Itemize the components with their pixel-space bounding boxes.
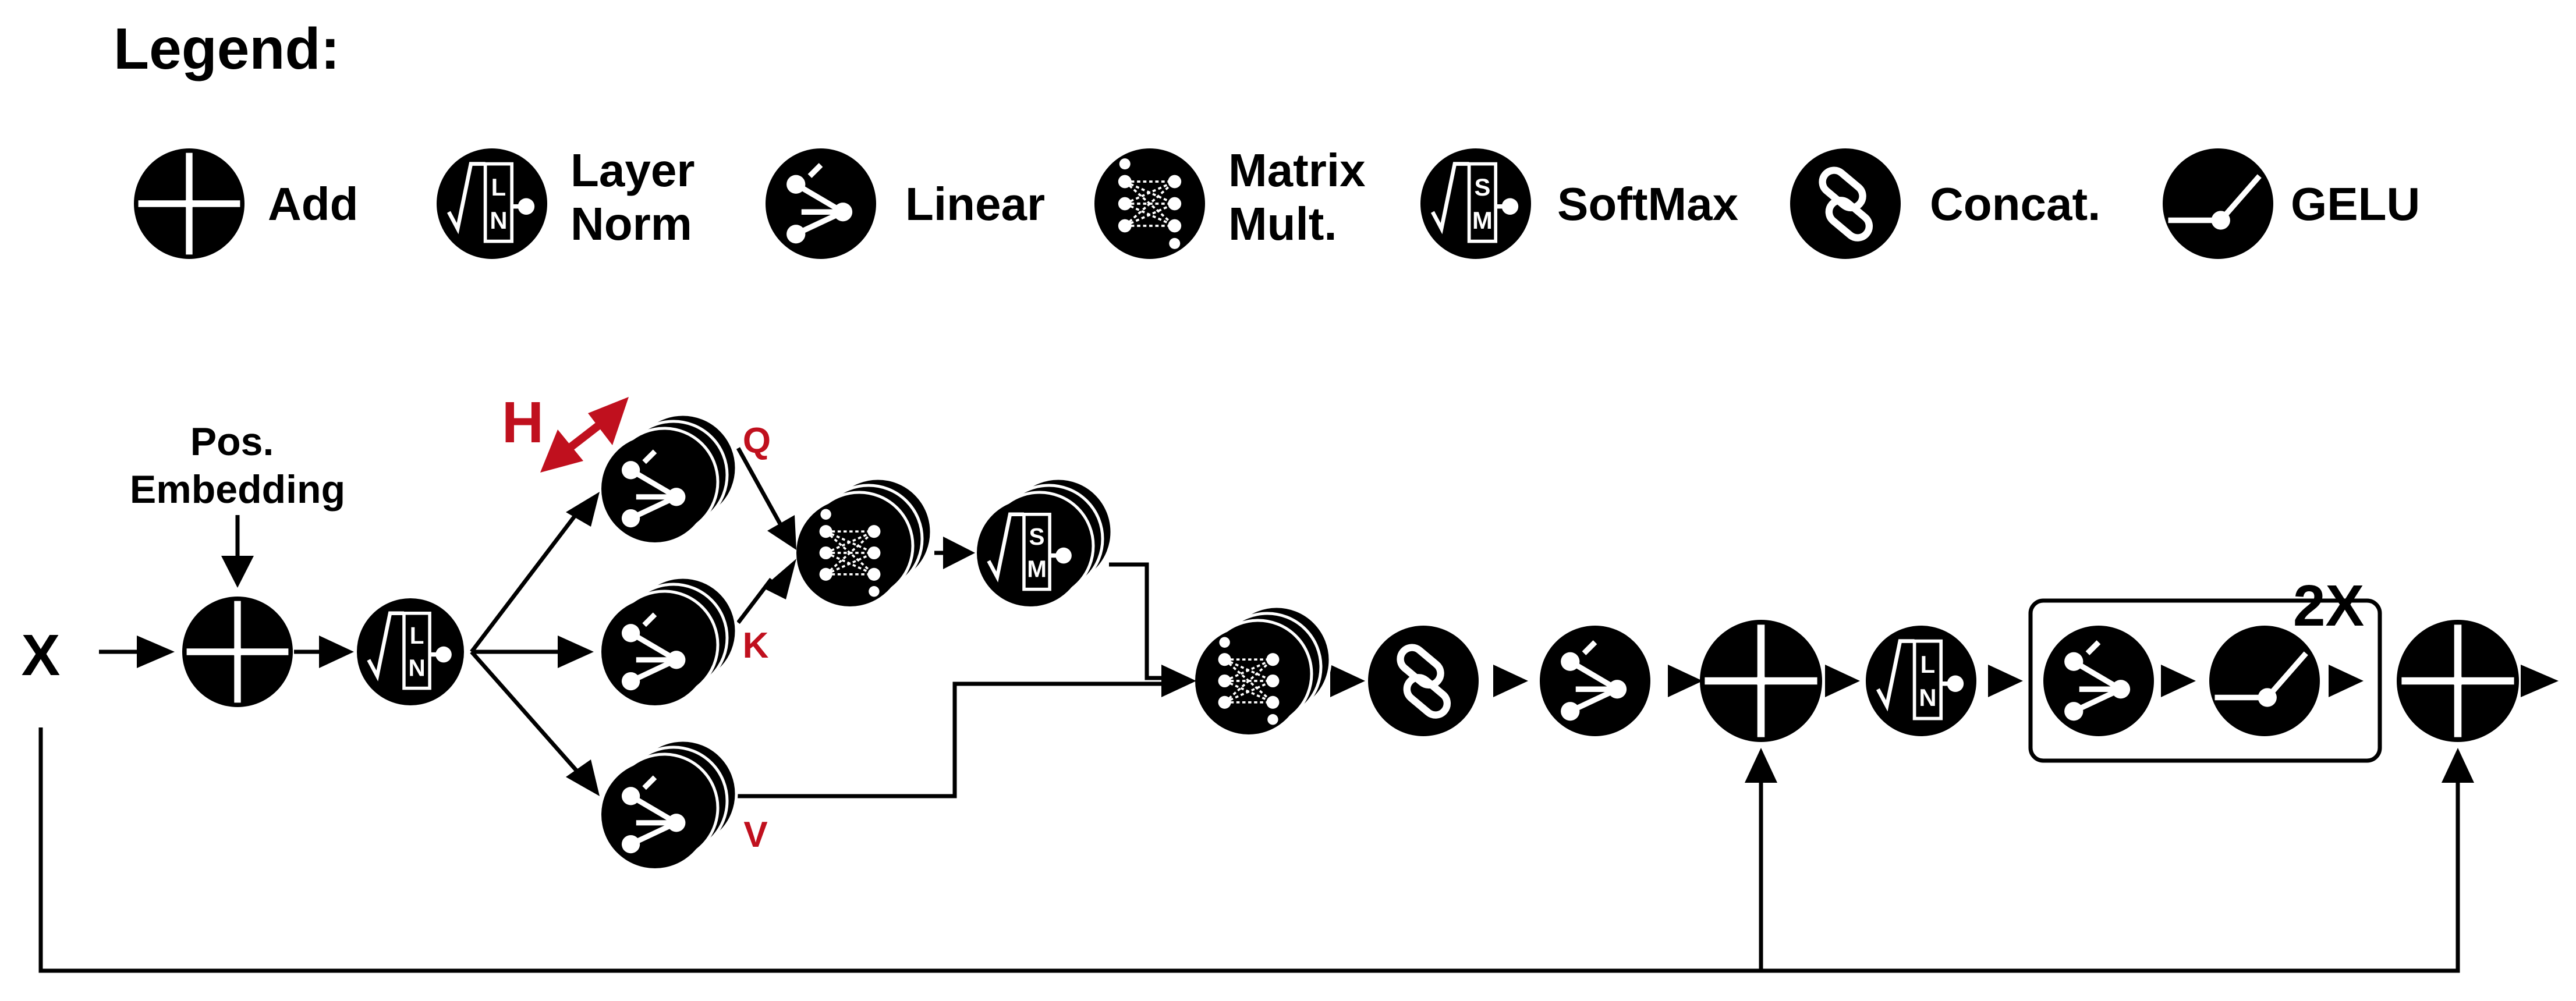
softmax-node: SM (977, 477, 1114, 606)
legend-item-linear: Linear (766, 148, 1045, 259)
svg-text:N: N (490, 207, 507, 234)
svg-text:L: L (491, 173, 506, 201)
matmul-v-node (1195, 605, 1332, 734)
svg-text:N: N (1919, 684, 1936, 711)
layer-norm-icon: LN (437, 148, 547, 259)
softmax-icon: SM (1420, 148, 1531, 259)
legend-label: Concat. (1930, 178, 2100, 230)
linear-out-node (1540, 626, 1650, 736)
query-label: Q (743, 421, 771, 461)
concat-node (1368, 626, 1479, 736)
svg-text:S: S (1029, 523, 1045, 550)
svg-text:L: L (1921, 651, 1936, 678)
key-label: K (743, 626, 769, 666)
linear-k-node (601, 576, 738, 705)
legend-title: Legend: (114, 16, 340, 81)
repeat-block-frame (2028, 598, 2382, 763)
legend-item-add: Add (134, 148, 359, 259)
input-x-label: X (22, 623, 61, 688)
residual-add-node-2 (2397, 620, 2519, 742)
connector-lines (38, 397, 2559, 973)
svg-text:M: M (1027, 555, 1047, 582)
svg-text:S: S (1474, 173, 1490, 201)
pos-add-node (182, 597, 293, 707)
legend-label: Add (268, 178, 359, 230)
legend-label: GELU (2291, 178, 2420, 230)
svg-text:L: L (410, 622, 424, 649)
svg-text:M: M (1472, 207, 1493, 234)
heads-label: H (502, 390, 544, 455)
linear-icon (766, 148, 876, 259)
layer-norm-node-1: LN (357, 598, 464, 705)
legend-label: Linear (905, 178, 1045, 230)
matrix-mult-icon (1094, 148, 1205, 259)
concat-icon (1790, 148, 1901, 259)
residual-add-node-1 (1700, 620, 1822, 742)
pos-embedding-label: Pos. Embedding (130, 420, 345, 512)
mlp-gelu-node (2209, 626, 2320, 736)
legend-label: SoftMax (1557, 178, 1738, 230)
legend-item-concat: Concat. (1790, 148, 2100, 259)
legend-item-gelu: GELU (2163, 148, 2420, 259)
gelu-icon (2163, 148, 2273, 259)
repeat-2x-label: 2X (2293, 573, 2364, 638)
svg-text:N: N (408, 654, 425, 681)
linear-v-node (601, 739, 738, 868)
legend-item-softmax: SM SoftMax (1420, 148, 1738, 259)
value-label: V (743, 815, 767, 855)
add-icon (134, 148, 245, 259)
layer-norm-node-2: LN (1866, 626, 1976, 736)
mlp-linear-node (2043, 626, 2154, 736)
linear-q-node (601, 413, 738, 542)
matmul-qk-node (796, 477, 933, 606)
